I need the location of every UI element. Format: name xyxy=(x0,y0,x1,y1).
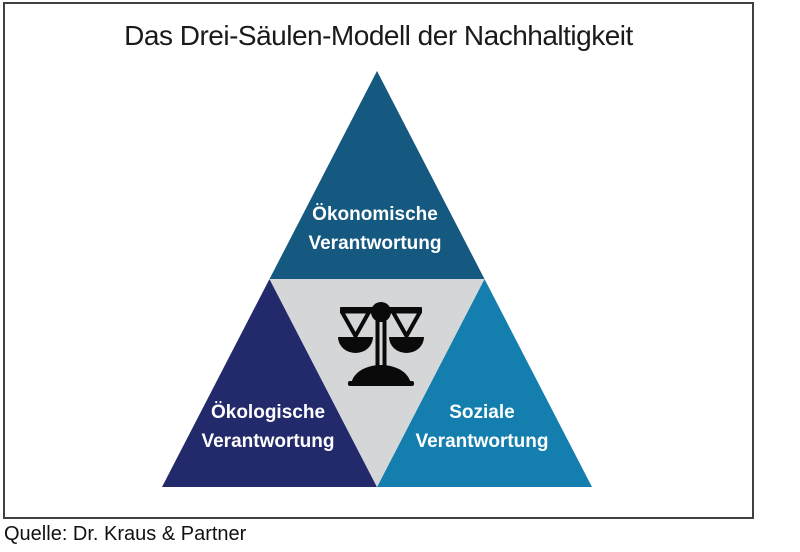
source-caption: Quelle: Dr. Kraus & Partner xyxy=(4,523,247,545)
social-triangle xyxy=(377,279,592,487)
ecological-triangle xyxy=(162,279,377,487)
scale-post xyxy=(375,318,387,372)
scale-left-hanger xyxy=(340,310,371,338)
scale-right-pan xyxy=(389,337,424,353)
diagram-title: Das Drei-Säulen-Modell der Nachhaltigkei… xyxy=(124,20,633,51)
scale-hangers xyxy=(340,310,422,372)
scale-right-hanger xyxy=(391,310,422,338)
scale-knob xyxy=(371,302,391,322)
economic-triangle xyxy=(269,71,485,279)
balance-scale-icon xyxy=(338,302,424,386)
scale-base xyxy=(351,365,411,384)
scale-base-plate xyxy=(348,381,414,386)
scale-left-pan xyxy=(338,337,373,353)
